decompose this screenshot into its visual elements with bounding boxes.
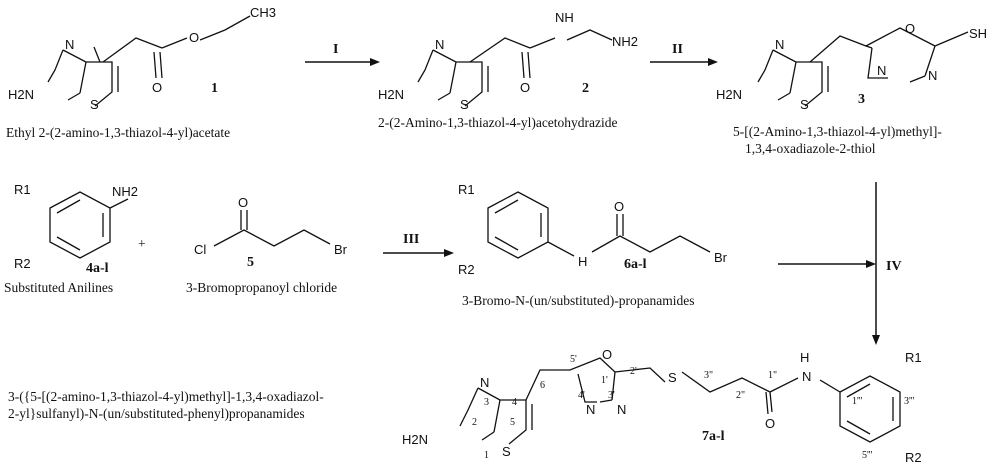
atom-cl: Cl: [194, 242, 206, 257]
step-ii-label: II: [672, 42, 683, 57]
atom-carbonyl-o: O: [765, 416, 775, 431]
step-i-label: I: [333, 42, 338, 57]
atom-r2: R2: [458, 262, 475, 277]
atom-amino: H2N: [402, 432, 428, 447]
atom-amino: H2N: [716, 87, 742, 102]
compound-7-name-block: 3-({5-[(2-amino-1,3-thiazol-4-yl)methyl]…: [8, 389, 324, 421]
atom-amide-n: N: [802, 369, 811, 384]
atom-ring-n: N: [928, 68, 937, 83]
atom-carbonyl-o: O: [614, 199, 624, 214]
locant-2: 2: [472, 417, 477, 428]
atom-s: S: [460, 97, 469, 112]
atom-r2: R2: [905, 450, 922, 465]
atom-n: N: [480, 375, 489, 390]
compound-3-name-line1: 5-[(2-Amino-1,3-thiazol-4-yl)methyl]-: [733, 124, 942, 139]
compound-7-structure: N S H2N O N N S O H N R1 R2 1 2 3 4 5 6 …: [402, 347, 922, 465]
atom-ring-n: N: [877, 63, 886, 78]
compound-6-structure: R1 R2 H O Br 6a-l 3-Bromo-N-(un/substitu…: [458, 182, 728, 308]
locant-4p: 4': [578, 390, 585, 401]
locant-6: 6: [540, 380, 545, 391]
atom-carbonyl-o: O: [238, 195, 248, 210]
locant-5p: 5': [570, 354, 577, 365]
atom-sh: SH: [969, 26, 987, 41]
atom-n: N: [775, 37, 784, 52]
atom-nh2: NH2: [612, 34, 638, 49]
locant-3pp: 3": [704, 370, 713, 381]
atom-carbonyl-o: O: [520, 80, 530, 95]
compound-4-number: 4a-l: [86, 261, 109, 276]
compound-2-number: 2: [582, 81, 589, 96]
compound-7-name-line1: 3-({5-[(2-amino-1,3-thiazol-4-yl)methyl]…: [8, 389, 324, 404]
atom-nh: NH: [555, 10, 574, 25]
locant-1: 1: [484, 450, 489, 461]
step-ii-arrow: II: [650, 42, 718, 66]
atom-r2: R2: [14, 256, 31, 271]
locant-2pp: 2": [736, 390, 745, 401]
locant-5ppp: 5''': [862, 450, 873, 461]
step-iv-label: IV: [886, 259, 902, 274]
atom-s-linker: S: [668, 370, 677, 385]
locant-5: 5: [510, 417, 515, 428]
step-iii-arrow: III: [383, 232, 454, 257]
atom-s: S: [90, 97, 99, 112]
locant-3ppp: 3''': [904, 396, 915, 407]
atom-ring-n: N: [586, 402, 595, 417]
compound-3-structure: N S H2N O N N SH 3 5-[(2-Amino-1,3-thiaz…: [716, 21, 987, 156]
plus-sign: +: [138, 236, 146, 251]
atom-s: S: [502, 444, 511, 459]
atom-n: N: [435, 37, 444, 52]
compound-6-number: 6a-l: [624, 257, 647, 272]
compound-5-structure: Cl O Br 5 3-Bromopropanoyl chloride: [186, 195, 348, 295]
atom-ring-o: O: [602, 347, 612, 362]
compound-4-name: Substituted Anilines: [4, 280, 113, 295]
compound-1-name: Ethyl 2-(2-amino-1,3-thiazol-4-yl)acetat…: [6, 125, 230, 140]
atom-br: Br: [714, 250, 728, 265]
locant-1ppp: 1''': [852, 396, 863, 407]
atom-ring-n: N: [617, 402, 626, 417]
compound-2-name: 2-(2-Amino-1,3-thiazol-4-yl)acetohydrazi…: [378, 115, 618, 130]
atom-carbonyl-o: O: [152, 80, 162, 95]
compound-7-number: 7a-l: [702, 429, 725, 444]
atom-amino: H2N: [8, 87, 34, 102]
step-iv-arrow: IV: [778, 182, 902, 345]
compound-4-structure: R1 R2 NH2 4a-l Substituted Anilines: [4, 182, 138, 295]
atom-nh2: NH2: [112, 184, 138, 199]
locant-3p: 3': [608, 390, 615, 401]
compound-3-number: 3: [858, 92, 865, 107]
atom-n: N: [65, 37, 74, 52]
atom-r1: R1: [14, 182, 31, 197]
step-iii-label: III: [403, 232, 419, 247]
compound-1-number: 1: [211, 81, 218, 96]
compound-2-structure: N S H2N O NH NH2 2 2-(2-Amino-1,3-thiazo…: [378, 10, 638, 130]
compound-1-structure: N S H2N O O CH3 1 Ethyl 2-(2-amino-1,3-t…: [6, 5, 276, 140]
compound-5-name: 3-Bromopropanoyl chloride: [186, 280, 337, 295]
locant-2p: 2': [630, 366, 637, 377]
compound-6-name: 3-Bromo-N-(un/substituted)-propanamides: [462, 293, 694, 308]
step-i-arrow: I: [305, 42, 380, 66]
atom-s: S: [800, 97, 809, 112]
atom-amino: H2N: [378, 87, 404, 102]
atom-amide-h: H: [800, 350, 809, 365]
locant-1p: 1': [601, 375, 608, 386]
atom-ester-o: O: [189, 30, 199, 45]
compound-3-name-line2: 1,3,4-oxadiazole-2-thiol: [745, 141, 876, 156]
atom-ring-o: O: [905, 21, 915, 36]
atom-br: Br: [334, 242, 348, 257]
compound-7-name-line2: 2-yl}sulfanyl)-N-(un/substituted-phenyl)…: [8, 406, 305, 421]
compound-5-number: 5: [247, 255, 254, 270]
atom-nh: H: [578, 254, 587, 269]
locant-1pp: 1": [768, 370, 777, 381]
atom-r1: R1: [905, 350, 922, 365]
locant-4: 4: [512, 397, 517, 408]
locant-3: 3: [484, 397, 489, 408]
atom-methyl: CH3: [250, 5, 276, 20]
atom-r1: R1: [458, 182, 475, 197]
